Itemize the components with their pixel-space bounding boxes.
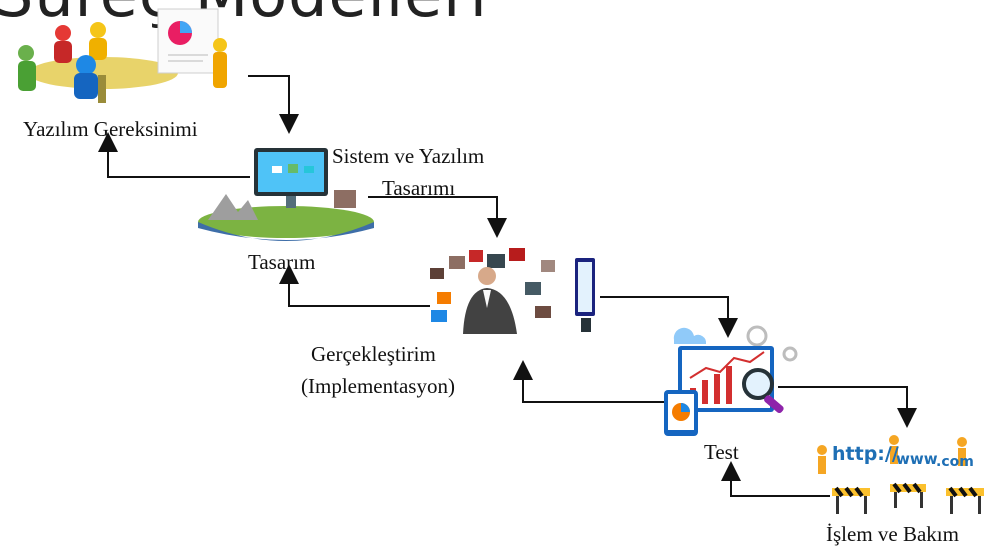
stage-label-test: Test [704,440,739,464]
com-word: .com [936,454,974,470]
stage-caption-design: Tasarım [248,250,316,274]
arrow-impl-to-test [600,296,738,338]
barrier-2 [890,482,926,508]
stage-label-implementation-2: (Implementasyon) [301,374,455,398]
page-title: Süreç Modelleri [0,0,488,31]
www-word: www [896,450,938,468]
businessman-screens-icon [430,248,595,334]
stage-label-design: Sistem ve Yazılım [332,144,485,168]
stage-label-requirements: Yazılım Gereksinimi [23,117,198,141]
arrow-maint-back [721,461,830,497]
arrow-req-to-design [248,75,299,134]
design-landscape-icon [198,148,374,241]
meeting-icon [18,8,227,103]
arrow-impl-back [279,264,430,307]
arrow-design-to-impl [368,196,507,238]
arrow-test-back [513,360,666,403]
stage-label-maintenance: İşlem ve Bakım [826,522,959,546]
worker-figures [817,435,967,474]
stage-label-implementation: Gerçekleştirim [311,342,436,366]
stage-label-design-2: Tasarımı [382,176,456,200]
barrier-1 [832,486,870,514]
barrier-3 [946,486,984,514]
analytics-magnifier-icon [664,325,798,436]
arrow-design-back [98,132,250,178]
http-word: http:// [832,443,899,465]
arrow-test-to-maint [778,386,917,428]
web-construction-icon: http:// www .com [817,435,984,514]
